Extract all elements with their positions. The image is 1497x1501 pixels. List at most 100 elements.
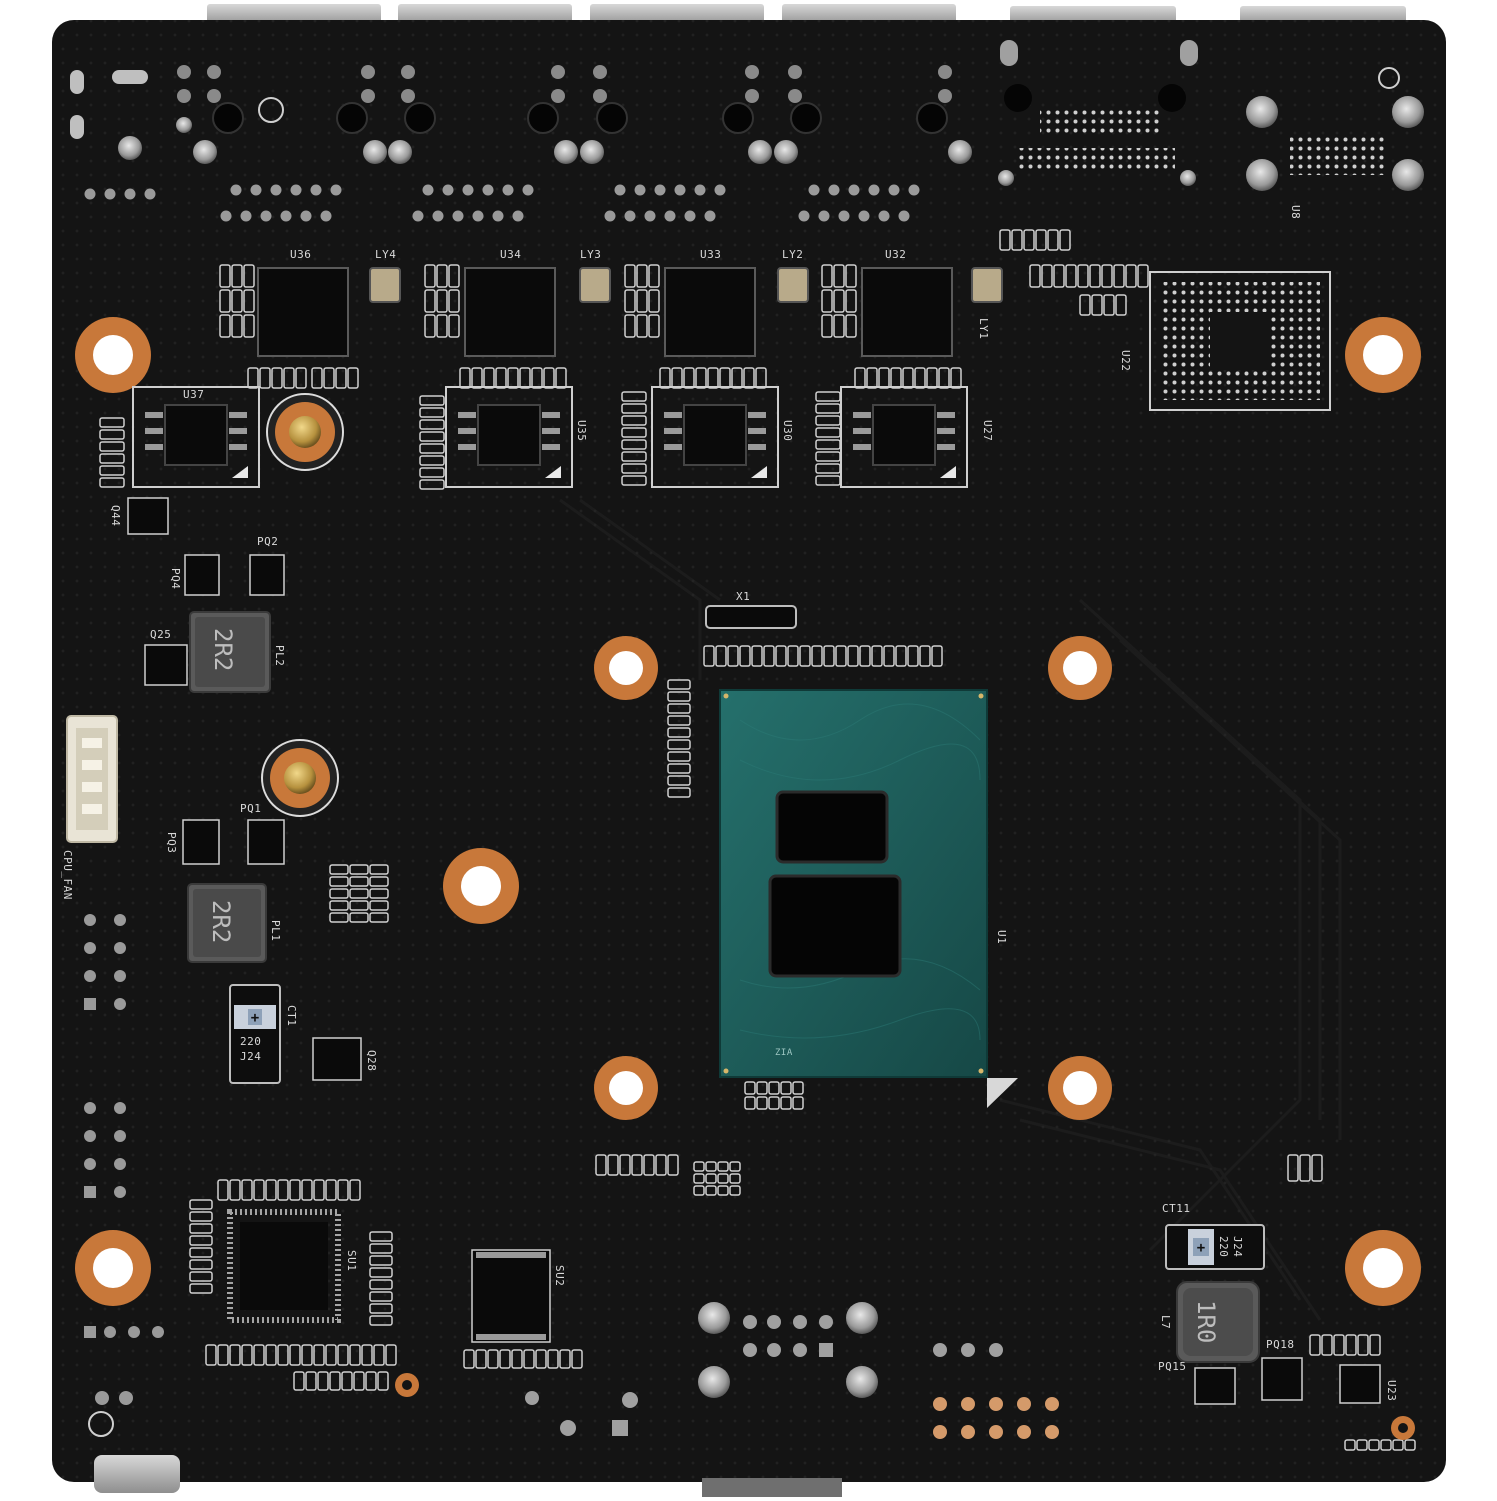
label-u33: U33 [700,248,721,261]
smd-part [1065,264,1077,288]
through-hole-pin [684,210,696,222]
through-hole-pin [124,188,136,200]
smd-part [217,1344,229,1366]
smd-part [756,1096,768,1110]
smd-part [854,367,866,389]
smd-part [999,229,1011,251]
pin1-marker [987,1078,1018,1108]
smd-part [667,1154,679,1176]
smd-part [349,900,369,911]
smd-part [648,289,660,313]
through-hole-pin [462,184,474,196]
smd-part [845,314,857,338]
smd-part [815,427,841,438]
smd-part [535,1349,547,1369]
smd-part [189,1247,213,1258]
smd-part [1137,264,1149,288]
label-u36: U36 [290,248,311,261]
smd-part [436,264,448,288]
smd-part [719,367,731,389]
smd-part [511,1349,523,1369]
inductor-pl2-marking: 2R2 [209,628,237,671]
through-hole-pin [104,188,116,200]
smd-part [744,1096,756,1110]
smd-part [821,289,833,313]
smd-part [1345,1334,1357,1356]
smd-part [931,645,943,667]
through-hole-pin [144,188,156,200]
smd-part [756,1081,768,1095]
smd-part [189,1199,213,1210]
capacitor-ct1: + [229,984,281,1084]
smd-part [189,1271,213,1282]
smd-part [369,1279,393,1290]
smd-part [419,419,445,430]
smd-part [780,1081,792,1095]
smd-part [707,367,719,389]
through-hole-pin [634,184,646,196]
smd-part [659,367,671,389]
through-hole-pin [422,184,434,196]
smd-part [99,417,125,428]
inductor-pl2 [189,611,271,693]
label-ct11: CT11 [1162,1202,1191,1215]
label-pq4: PQ4 [169,568,182,589]
smd-part [667,787,691,798]
smd-part [329,888,349,899]
smd-part [621,463,647,474]
smd-part [667,691,691,702]
label-u1: U1 [995,930,1008,944]
smd-part [229,1344,241,1366]
smd-part [1380,1439,1392,1451]
smd-part [189,1283,213,1294]
smd-part [189,1259,213,1270]
smd-part [1392,1439,1404,1451]
smd-part [1053,264,1065,288]
smd-part [835,645,847,667]
pin-rows [84,184,920,222]
cpu-fan-connector [66,715,118,843]
smd-part [950,367,962,389]
smd-part [241,1179,253,1201]
through-hole-pin [230,184,242,196]
through-hole-pin [614,184,626,196]
label-pq3: PQ3 [165,832,178,853]
smd-part [833,314,845,338]
smd-part [667,679,691,690]
through-hole-pin [260,210,272,222]
label-pq18: PQ18 [1266,1338,1295,1351]
label-u37: U37 [183,388,204,401]
label-u30: U30 [781,420,794,441]
smd-part [369,1243,393,1254]
smd-part [667,775,691,786]
smd-part [349,1179,361,1201]
smd-part [619,1154,631,1176]
mounting-holes [75,317,1421,1306]
smd-part [289,1179,301,1201]
through-hole-pin [412,210,424,222]
mosfets-pq2-pq4 [184,554,285,596]
smd-part [866,367,878,389]
smd-part [792,1081,804,1095]
smd-part [365,1371,377,1391]
smd-part [902,367,914,389]
smd-part [277,1344,289,1366]
smd-part [667,727,691,738]
smd-part [219,314,231,338]
smd-part [253,1344,265,1366]
smd-part [349,888,369,899]
smd-part [1309,1334,1321,1356]
through-hole-pin [442,184,454,196]
smd-part [253,1179,265,1201]
through-hole-pin [502,184,514,196]
smd-part [845,264,857,288]
smd-part [377,1371,389,1391]
smd-part [871,645,883,667]
label-l7: L7 [1159,1315,1172,1329]
smd-components [99,229,1416,1451]
smd-part [243,314,255,338]
smd-part [301,1179,313,1201]
through-hole-pin [878,210,890,222]
smd-part [349,912,369,923]
smd-part [1404,1439,1416,1451]
